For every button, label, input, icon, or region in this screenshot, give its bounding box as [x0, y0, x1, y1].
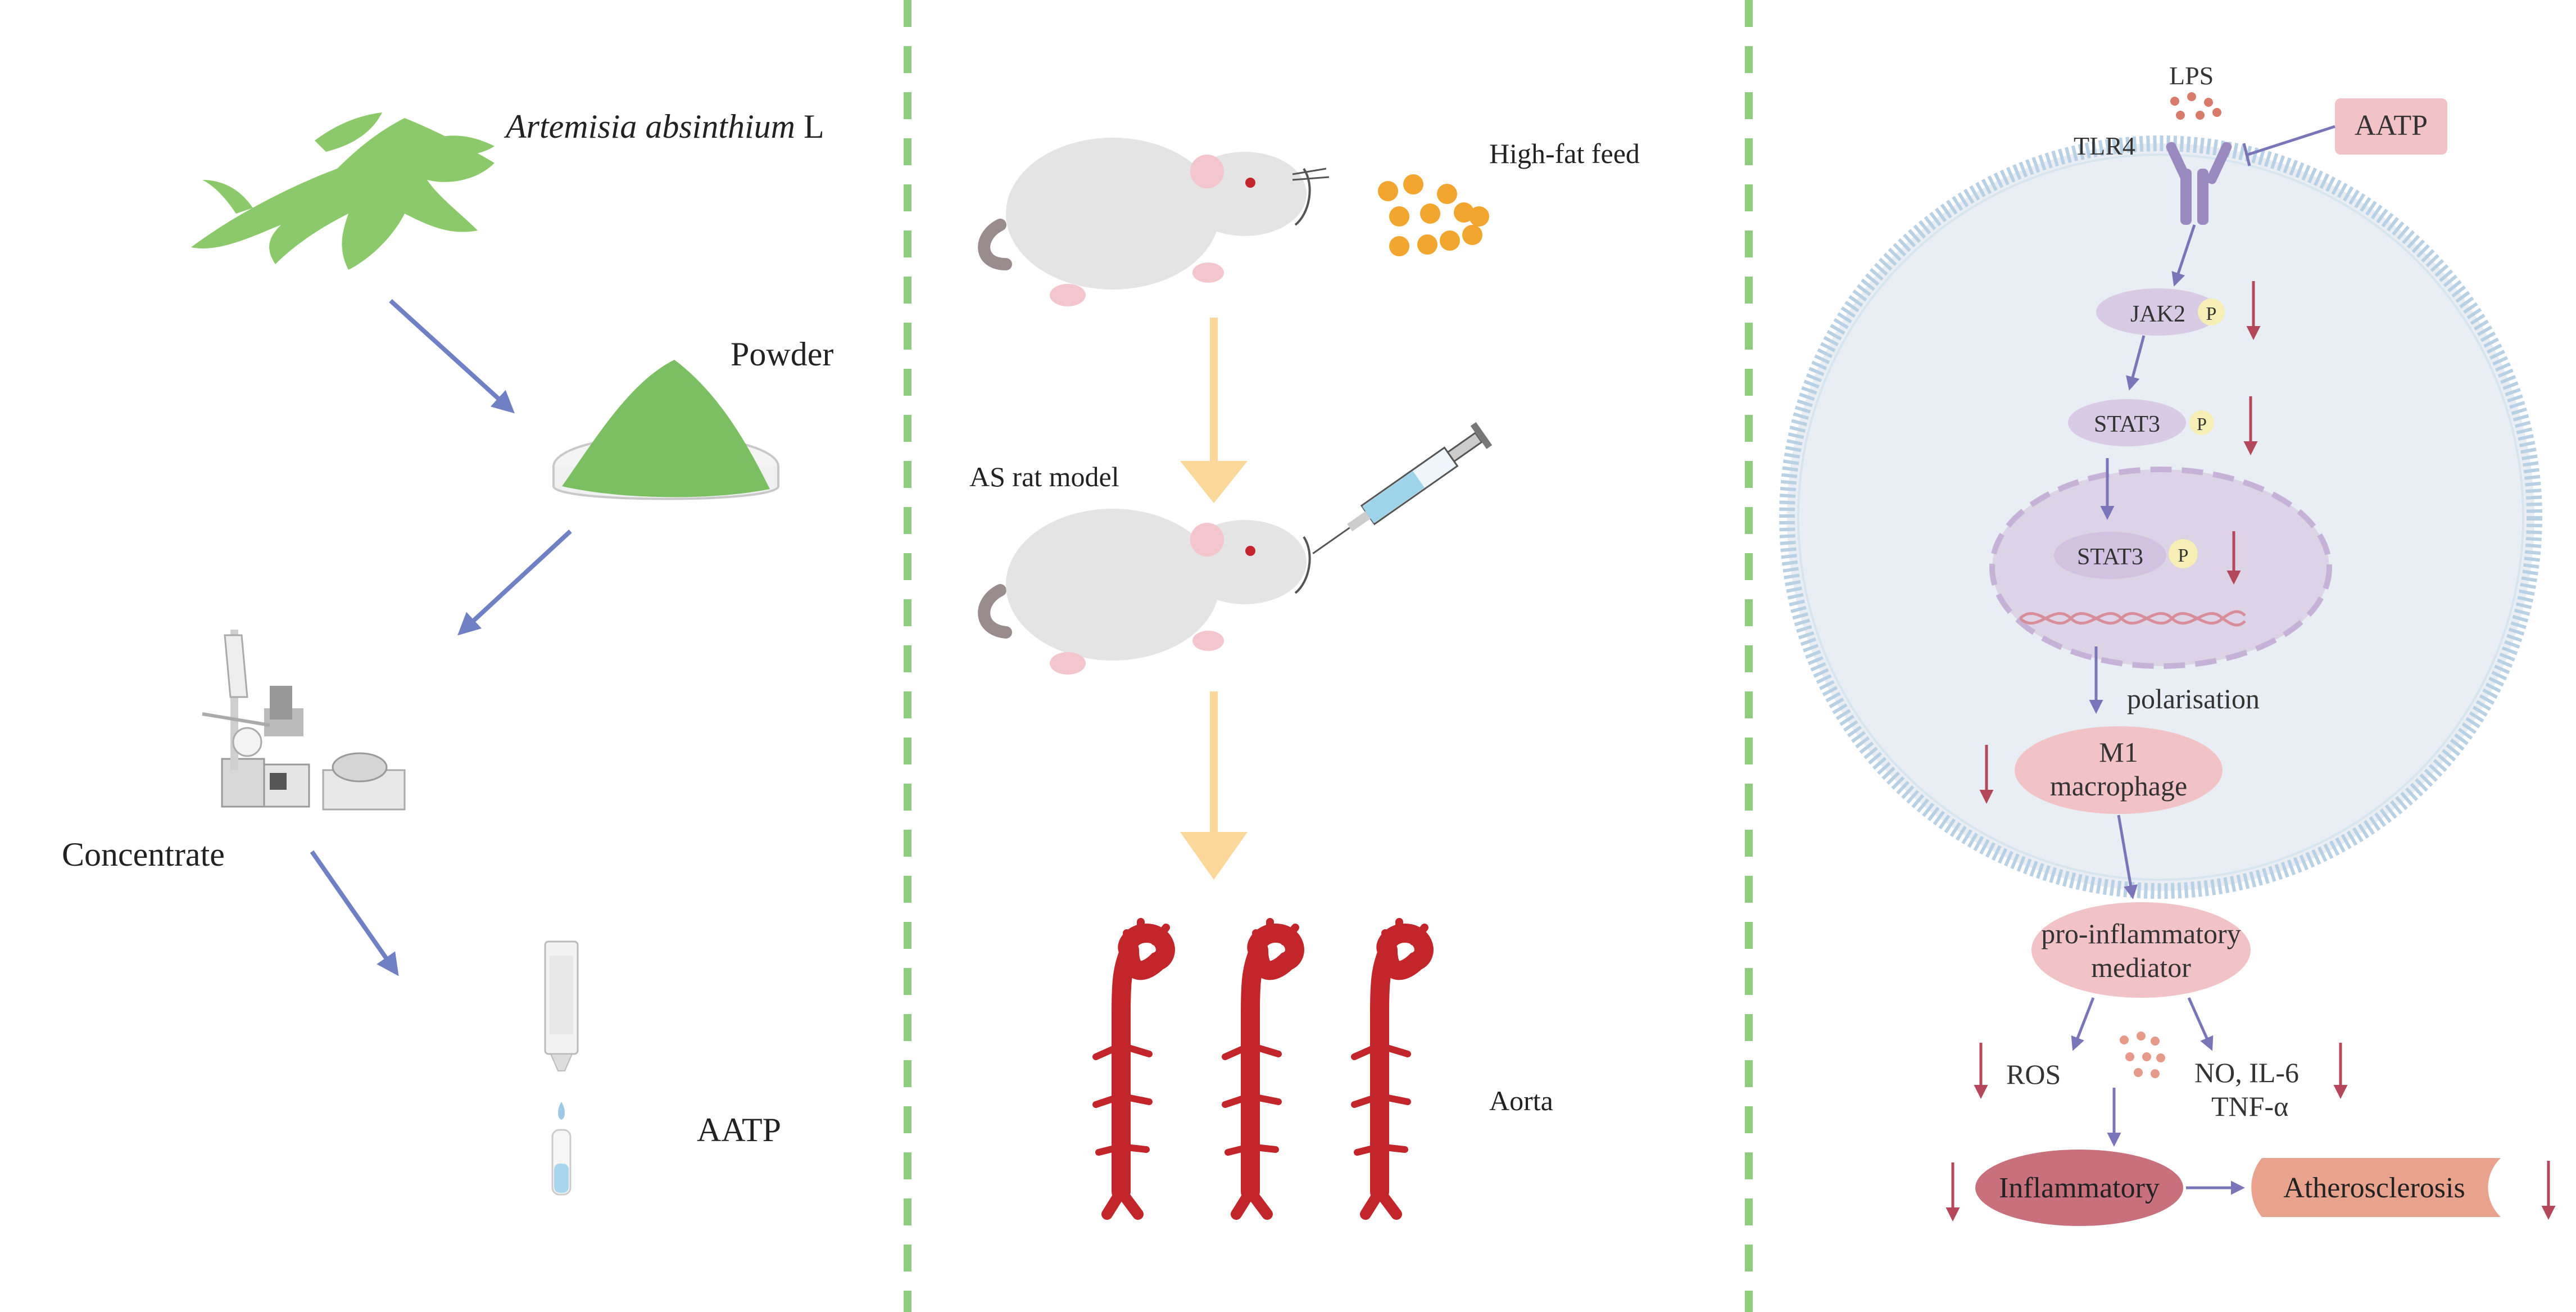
powder-dish-icon	[552, 360, 779, 500]
ros-label: ROS	[2006, 1058, 2061, 1090]
phospho-jak2-label: P	[2206, 304, 2217, 324]
syringe-icon	[1312, 422, 1493, 554]
atherosclerosis-node	[2251, 1158, 2501, 1217]
m1-macrophage-node	[2015, 726, 2223, 814]
left-panel: Artemisia absinthium L Powder Concentrat	[62, 108, 833, 1196]
rat-icon-bottom	[978, 509, 1311, 675]
macrophage-label: macrophage	[2050, 770, 2187, 802]
powder-label: Powder	[731, 336, 833, 373]
concentrate-label: Concentrate	[62, 836, 225, 873]
jak2-node	[2096, 288, 2220, 336]
aatp-inhibitor-label: AATP	[2355, 110, 2428, 142]
arrow-model-to-aorta	[1180, 691, 1248, 880]
arrow-mediator-to-cytokines	[2187, 997, 2214, 1051]
plant-label: Artemisia absinthium L	[504, 108, 824, 145]
cytokine-molecules	[2120, 1031, 2165, 1078]
arrow-m1-to-mediator	[2117, 815, 2138, 899]
as-rat-model-label: AS rat model	[969, 461, 1119, 492]
aorta-icon-2	[1222, 918, 1304, 1220]
stat3-cytoplasm-node	[2068, 399, 2186, 446]
phospho-jak2	[2198, 298, 2225, 325]
middle-panel: High-fat feed AS rat model	[969, 138, 1640, 1220]
polarisation-label: polarisation	[2127, 683, 2260, 714]
jak2-label: JAK2	[2130, 301, 2185, 327]
inflammatory-node	[1975, 1150, 2183, 1226]
mediator-node	[2031, 902, 2251, 998]
phospho-stat3-nuc-label: P	[2178, 545, 2189, 566]
tnf-alpha-label: TNF-α	[2211, 1091, 2288, 1122]
mediator-line2: mediator	[2091, 952, 2191, 983]
atherosclerosis-label: Atherosclerosis	[2283, 1172, 2465, 1204]
rat-icon-top	[978, 138, 1330, 306]
arrow-powder-to-concentrator	[457, 530, 572, 636]
tlr4-label: TLR4	[2074, 132, 2135, 160]
lps-molecules	[2170, 92, 2221, 120]
phospho-stat3-cyto	[2189, 410, 2214, 435]
right-panel: LPS TLR4 AATP JAK2 P STAT3 P	[1779, 61, 2556, 1226]
stat3-nucleus-label: STAT3	[2077, 544, 2143, 570]
stat3-nucleus-node	[2054, 532, 2166, 579]
arrow-concentrator-to-aatp	[310, 850, 399, 976]
high-fat-pellets-icon	[1378, 174, 1489, 256]
phospho-stat3-nuc	[2169, 539, 2198, 568]
wormwood-leaf-icon	[191, 112, 495, 270]
lps-label: LPS	[2169, 61, 2214, 90]
arrow-mediator-to-ros	[2071, 997, 2095, 1051]
rotary-evaporator-icon	[202, 630, 406, 811]
arrow-tlr4-to-jak2	[2171, 224, 2196, 287]
filter-tube-icon	[544, 940, 579, 1196]
aatp-product-label: AATP	[697, 1111, 781, 1148]
arrow-jak2-to-stat3	[2126, 335, 2146, 391]
inflammatory-label: Inflammatory	[1999, 1172, 2160, 1204]
aatp-box: AATP	[2335, 98, 2447, 155]
high-fat-feed-label: High-fat feed	[1489, 138, 1640, 169]
aorta-icon-3	[1351, 918, 1434, 1220]
aorta-icon-1	[1092, 918, 1175, 1220]
inhibition-arrow	[2242, 125, 2335, 166]
no-il6-label: NO, IL-6	[2194, 1057, 2299, 1088]
mediator-line1: pro-inflammatory	[2041, 918, 2241, 949]
arrow-feed-to-model	[1180, 318, 1248, 503]
stat3-cytoplasm-label: STAT3	[2094, 411, 2160, 437]
aorta-label: Aorta	[1489, 1085, 1553, 1116]
phospho-stat3-cyto-label: P	[2197, 414, 2207, 434]
dna-icon	[2019, 610, 2246, 627]
arrow-leaf-to-powder	[389, 299, 515, 414]
tlr4-receptor-icon	[2166, 142, 2232, 225]
m1-label: M1	[2099, 736, 2138, 768]
nucleus	[1989, 467, 2332, 669]
